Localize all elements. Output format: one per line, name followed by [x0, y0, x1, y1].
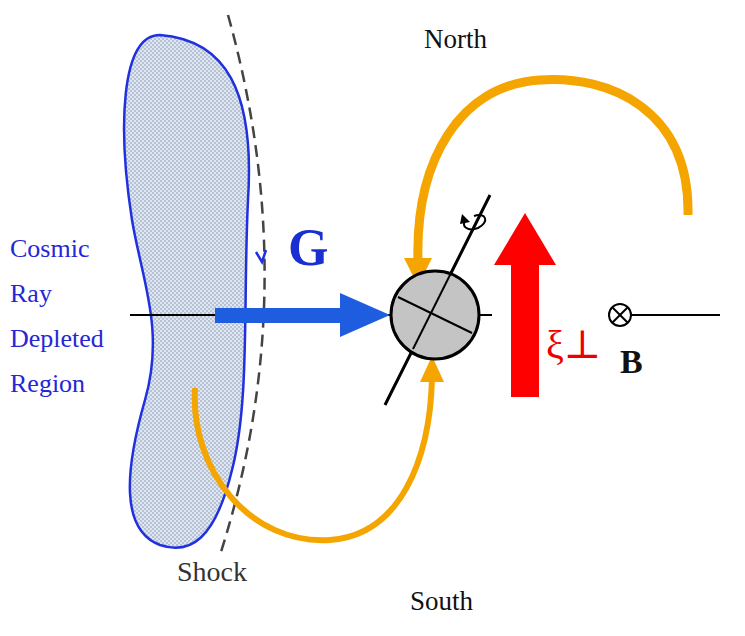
depleted-region: [124, 35, 249, 548]
direction-label: South: [410, 587, 473, 617]
flow-arc: [418, 80, 688, 262]
direction-label: North: [424, 25, 487, 55]
xi-arrow: [511, 262, 539, 397]
rotation-axis: [385, 195, 490, 405]
earth-equator: [398, 297, 472, 333]
vector-symbol: G: [288, 219, 328, 276]
earth: [391, 271, 479, 359]
field-into-page: [609, 304, 631, 326]
shock-label: Shock: [177, 557, 247, 588]
xi-arrowhead: [494, 213, 556, 265]
region-label: Cosmic Ray Depleted Region: [10, 226, 104, 406]
shock-front: [220, 15, 265, 555]
rotation-axis: [413, 261, 457, 349]
gradient-arrowhead: [340, 293, 390, 337]
gradient-arrow: [215, 308, 345, 323]
field-symbol: B: [620, 343, 643, 380]
rotation-arrowhead: [460, 214, 470, 224]
field-into-page: [612, 307, 628, 323]
axis-line: [631, 314, 720, 316]
tick-mark: [256, 250, 266, 262]
flow-arc: [195, 378, 432, 540]
vector-symbol: ξ⊥: [546, 323, 601, 367]
field-into-page: [612, 307, 628, 323]
